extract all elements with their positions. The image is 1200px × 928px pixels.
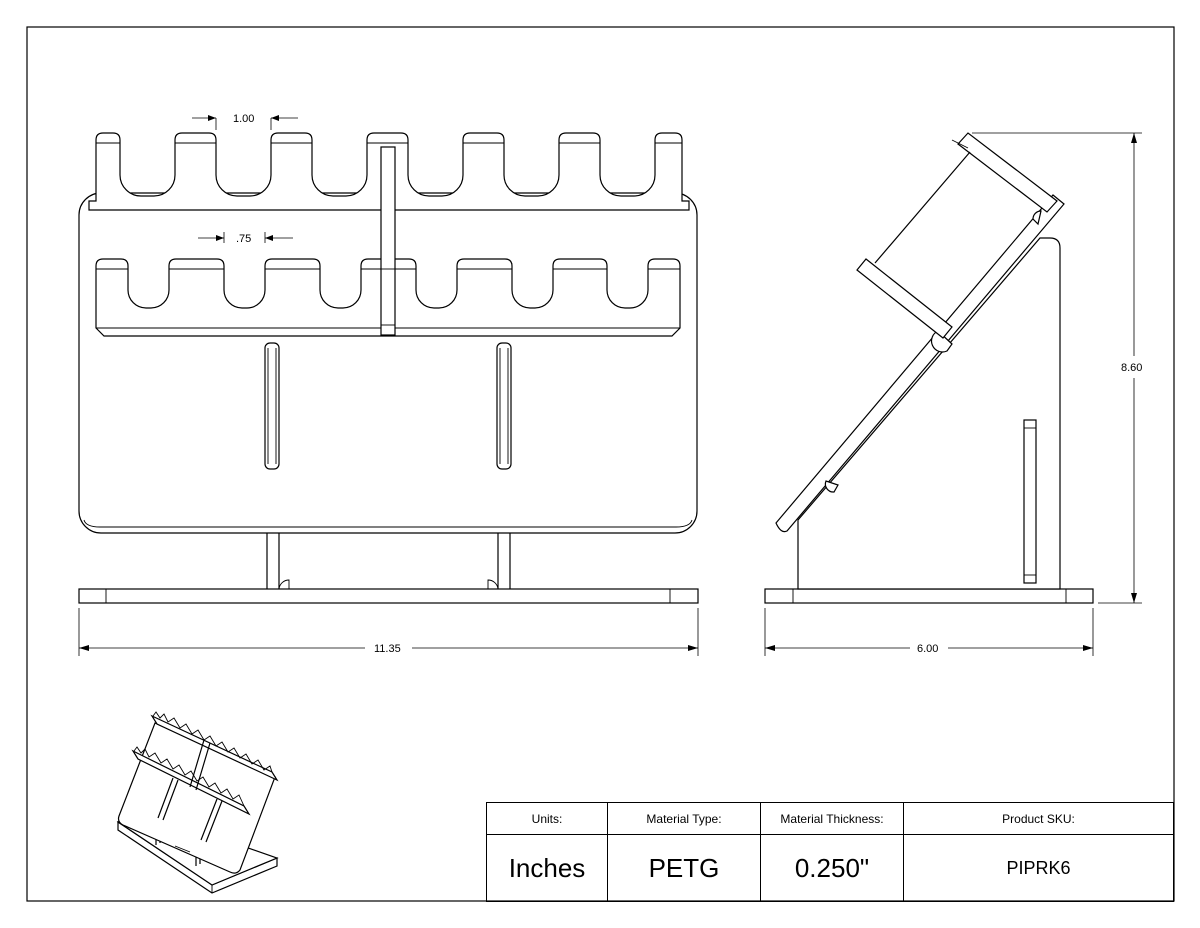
label-height: 8.60: [1121, 362, 1142, 374]
dimension-slot-spacing: [198, 232, 293, 243]
material-thickness-header: Material Thickness:: [760, 802, 904, 835]
side-upright-slot: [1023, 419, 1037, 584]
label-depth: 6.00: [917, 643, 938, 655]
isometric-view: [116, 711, 279, 894]
dimension-overall-width: [78, 608, 699, 656]
front-slot-right: [496, 342, 512, 470]
front-center-divider: [380, 146, 396, 336]
material-type-value: PETG: [607, 834, 761, 902]
side-view: [764, 132, 1094, 604]
side-lower-shelf: [856, 258, 953, 339]
dimension-height: [972, 132, 1142, 604]
units-header: Units:: [486, 802, 608, 835]
title-block: Units: Material Type: Material Thickness…: [486, 802, 1174, 902]
side-upright: [797, 237, 1061, 590]
label-slot-width: 1.00: [233, 113, 254, 125]
product-sku-header: Product SKU:: [903, 802, 1174, 835]
front-view: [78, 132, 699, 604]
side-base-plate: [764, 588, 1094, 604]
label-overall-width: 11.35: [374, 643, 401, 655]
label-slot-spacing: .75: [236, 233, 251, 245]
material-thickness-value: 0.250": [760, 834, 904, 902]
units-value: Inches: [486, 834, 608, 902]
material-type-header: Material Type:: [607, 802, 761, 835]
front-slot-left: [264, 342, 280, 470]
front-base-plate: [78, 588, 699, 604]
product-sku-value: PIPRK6: [903, 834, 1174, 902]
dimension-slot-width: [192, 115, 298, 130]
side-upper-shelf: [957, 132, 1058, 213]
dimension-depth: [764, 608, 1094, 656]
side-back-panel: [775, 194, 1065, 533]
